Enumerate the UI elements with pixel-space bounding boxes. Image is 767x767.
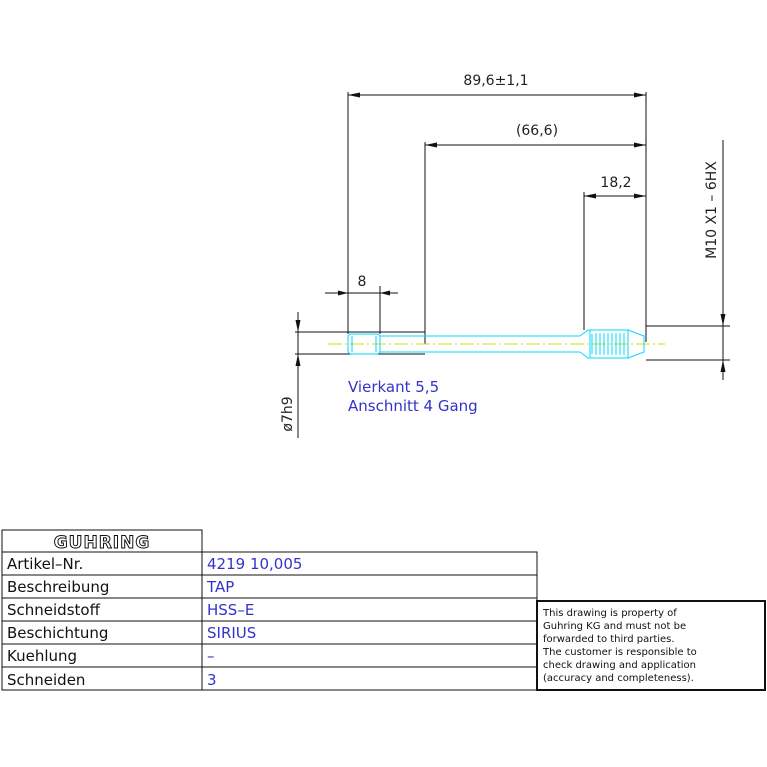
disclaimer-line: (accuracy and completeness).	[543, 673, 694, 684]
row-value-description: TAP	[206, 578, 234, 596]
disclaimer-line: forwarded to third parties.	[543, 634, 675, 645]
disclaimer-line: This drawing is property of	[542, 608, 677, 619]
dim-square-length	[325, 286, 398, 334]
overall-length-label: 89,6±1,1	[463, 73, 528, 89]
tool-body	[328, 329, 665, 359]
thread-length-label: 18,2	[600, 175, 631, 191]
row-label-coating: Beschichtung	[7, 624, 108, 642]
row-label-description: Beschreibung	[7, 578, 109, 596]
row-label-article: Artikel–Nr.	[7, 555, 83, 573]
shank-length-label: (66,6)	[516, 123, 558, 139]
note-chamfer: Anschnitt 4 Gang	[348, 397, 478, 415]
row-value-material: HSS–E	[207, 601, 254, 619]
chamfer	[627, 329, 645, 359]
dim-overall-length	[347, 92, 647, 342]
row-value-cooling: –	[207, 647, 215, 665]
square-length-label: 8	[358, 274, 367, 290]
shank-diameter-label: ø7h9	[280, 396, 296, 431]
disclaimer-box	[536, 600, 766, 691]
dim-shank-length	[424, 142, 646, 344]
note-square: Vierkant 5,5	[348, 378, 439, 396]
row-value-coating: SIRIUS	[207, 624, 256, 642]
row-label-material: Schneidstoff	[7, 601, 101, 619]
thread-section	[589, 329, 629, 359]
disclaimer-line: The customer is responsible to	[542, 647, 697, 658]
row-label-cooling: Kuehlung	[7, 647, 77, 665]
company-logo: GUHRING	[54, 533, 151, 553]
title-block	[1, 529, 538, 691]
row-value-article: 4219 10,005	[207, 555, 302, 573]
disclaimer-line: Guhring KG and must not be	[543, 621, 686, 632]
dim-thread-length	[583, 192, 646, 330]
thread-spec-label: M10 X1 – 6HX	[704, 161, 720, 259]
dim-thread-diameter	[646, 140, 730, 380]
dim-shank-diameter	[295, 312, 425, 438]
row-value-flutes: 3	[207, 671, 217, 689]
square-drive	[347, 333, 381, 355]
row-label-flutes: Schneiden	[7, 671, 85, 689]
disclaimer-line: check drawing and application	[543, 660, 696, 671]
